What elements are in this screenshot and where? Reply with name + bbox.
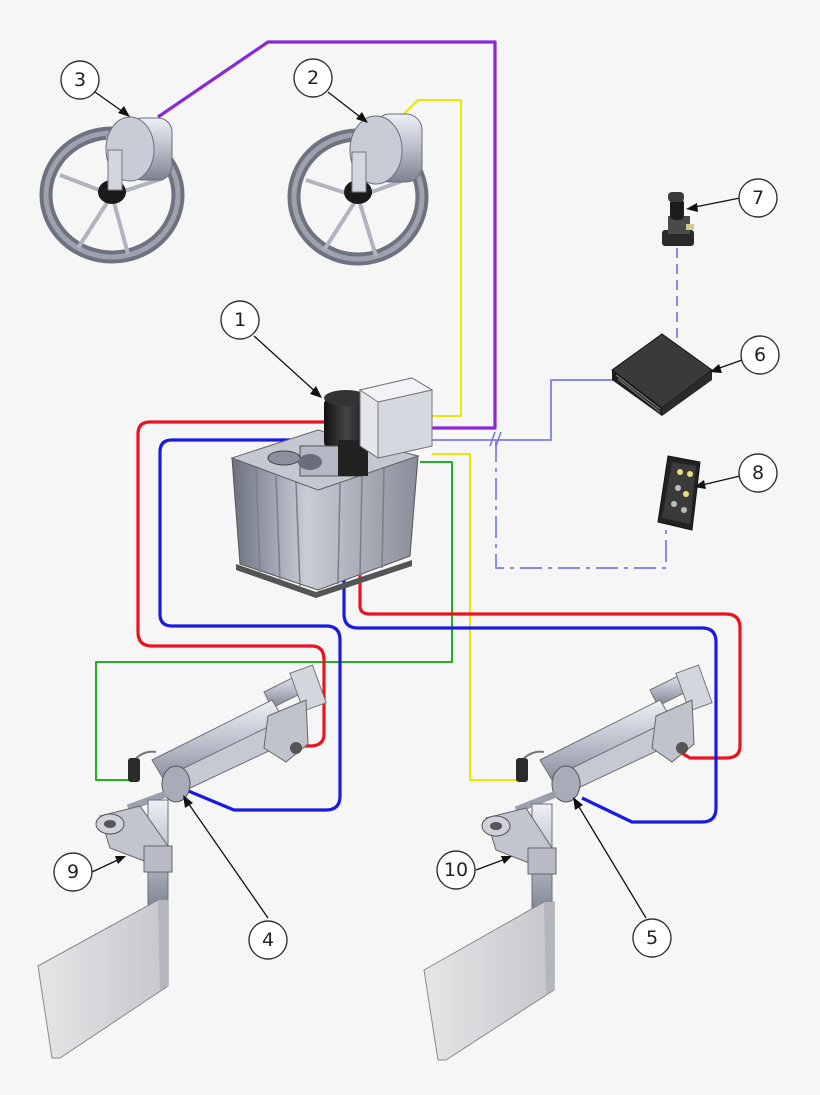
callout-2: 2 [293, 58, 333, 98]
rudder-right [423, 901, 555, 1061]
callout-9-label: 9 [67, 861, 79, 883]
callout-1-label: 1 [234, 309, 246, 331]
leader-9-arrow [115, 856, 126, 864]
wire-break-mark-2 [495, 431, 502, 447]
callout-9: 9 [53, 852, 93, 892]
control-unit-box [611, 333, 713, 416]
callout-2-label: 2 [307, 67, 319, 89]
leader-4-arrow [183, 795, 193, 808]
callout-10-label: 10 [444, 859, 468, 881]
wire-green [95, 461, 453, 781]
leader-1-arrow [310, 386, 322, 398]
steering-wheel-helm-2 [287, 113, 429, 266]
leader-4 [185, 799, 269, 919]
rudder-left [37, 899, 169, 1059]
callout-8: 8 [738, 453, 778, 493]
hydraulic-power-unit [230, 377, 434, 598]
leader-2-arrow [356, 112, 368, 123]
hose-blue-right [342, 470, 718, 824]
callout-6-label: 6 [754, 344, 766, 366]
leader-6-arrow [710, 364, 722, 373]
leader-5-arrow [573, 797, 583, 810]
leader-1 [253, 335, 319, 395]
wire-yellow-helm [401, 99, 462, 417]
tiller-arm-right [481, 803, 557, 915]
leader-7 [689, 197, 741, 209]
leader-10-arrow [501, 856, 512, 864]
steering-cylinder-right [514, 664, 713, 814]
callout-5: 5 [632, 918, 672, 958]
hose-red-left [136, 420, 332, 748]
remote-control [657, 455, 701, 531]
callout-leaders [91, 91, 743, 919]
callout-8-label: 8 [752, 462, 764, 484]
leader-8-arrow [694, 480, 706, 489]
callout-5-label: 5 [646, 927, 658, 949]
wire-signal-remote [495, 440, 667, 569]
leader-3-arrow [118, 106, 130, 117]
callout-7-label: 7 [752, 187, 764, 209]
leader-2 [327, 91, 365, 121]
wire-yellow-sensor [432, 453, 522, 781]
steering-wheel-helm-3 [39, 116, 185, 264]
tiller-arm-left [95, 799, 173, 911]
joystick [662, 192, 694, 246]
leader-5 [575, 801, 647, 919]
hose-blue-left [158, 438, 342, 812]
hose-red-right [346, 476, 742, 760]
callout-7: 7 [738, 178, 778, 218]
callout-3-label: 3 [74, 69, 86, 91]
callout-10: 10 [436, 850, 476, 890]
callout-6: 6 [740, 335, 780, 375]
callout-1: 1 [220, 300, 260, 340]
steering-cylinder-left [126, 664, 327, 812]
callout-3: 3 [60, 60, 100, 100]
wire-break-mark [489, 431, 496, 447]
wire-purple [157, 40, 497, 430]
leader-8 [697, 475, 741, 487]
wire-signal-control-unit [432, 379, 615, 441]
callout-4-label: 4 [262, 929, 274, 951]
callout-4: 4 [248, 920, 288, 960]
leader-7-arrow [686, 203, 698, 212]
